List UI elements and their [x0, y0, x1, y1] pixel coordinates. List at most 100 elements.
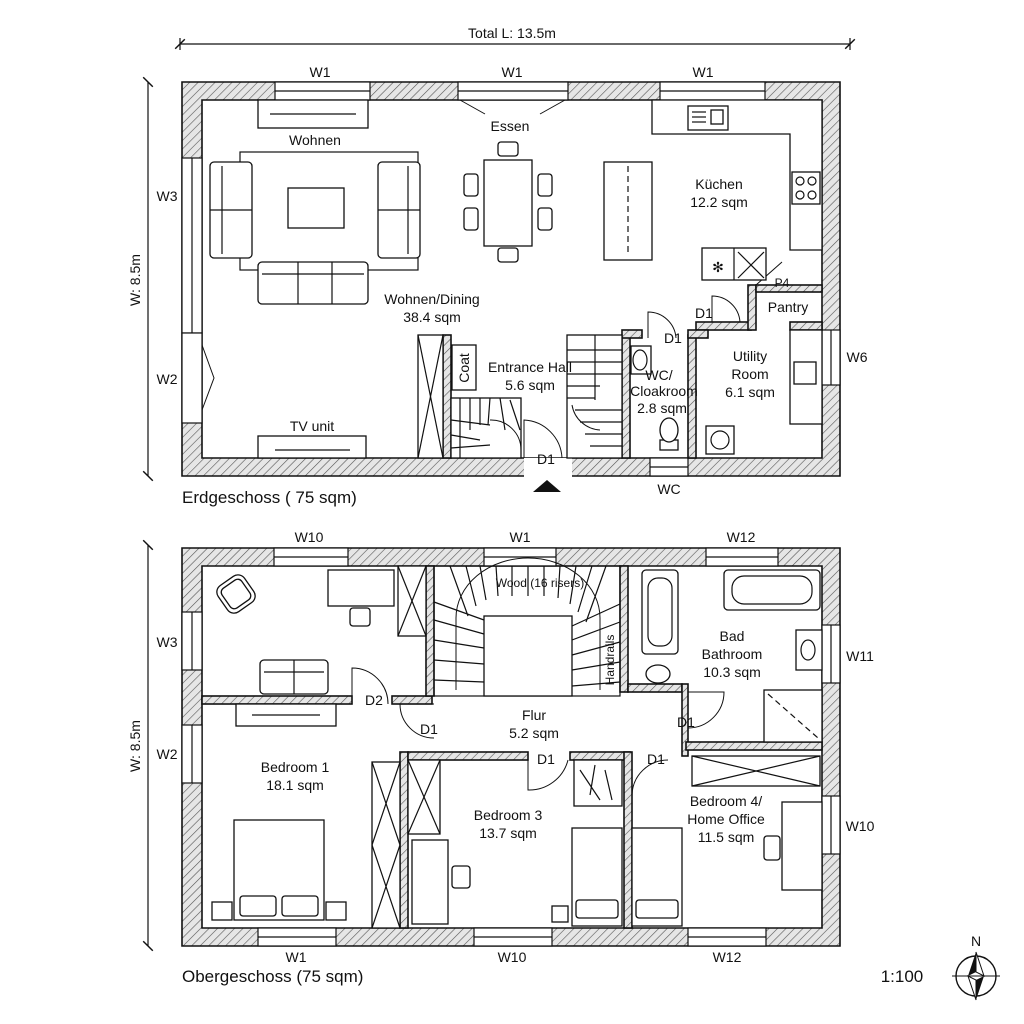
label-d1-wc: D1 — [664, 330, 682, 346]
room-entrance-area: 5.6 sqm — [505, 377, 555, 393]
wall-upper-b — [391, 695, 433, 705]
room-kuechen-name: Küchen — [695, 176, 742, 192]
upper-floor-title: Obergeschoss (75 sqm) — [182, 967, 363, 986]
room-wohnen: Wohnen — [289, 132, 341, 148]
coat-label: Coat — [456, 353, 472, 383]
label-d1-a: D1 — [420, 721, 438, 737]
label-d1-main: D1 — [537, 451, 555, 467]
stair-wall-left — [442, 334, 452, 459]
room-bed1-area: 18.1 sqm — [266, 777, 324, 793]
label-w1-b: W1 — [502, 64, 523, 80]
room-pantry: Pantry — [768, 299, 808, 315]
label-w1-a: W1 — [310, 64, 331, 80]
label-w12-top: W12 — [727, 529, 756, 545]
upper-floor-plan: W10 W1 W12 W3 W2 W11 W10 W1 W10 W12 Wood… — [157, 529, 875, 986]
wall-upper-i — [407, 751, 529, 761]
label-p4: P4 — [775, 276, 790, 290]
asterisk-icon: ✻ — [712, 259, 724, 275]
ground-stairs — [450, 334, 623, 459]
utility-wall-top-l — [687, 329, 709, 339]
room-wc-name-2: Cloakroom — [630, 383, 698, 399]
dining-furniture — [463, 141, 553, 263]
handrails-label: Handrails — [603, 635, 617, 686]
room-flur-name: Flur — [522, 707, 546, 723]
room-bed1-name: Bedroom 1 — [261, 759, 330, 775]
upper-width-label: W: 8.5m — [127, 720, 143, 772]
wall-upper-e — [627, 683, 683, 693]
label-w10-bottom: W10 — [498, 949, 527, 965]
north-arrow-icon — [952, 951, 1000, 1001]
room-flur-area: 5.2 sqm — [509, 725, 559, 741]
ground-floor-title: Erdgeschoss ( 75 sqm) — [182, 488, 357, 507]
tv-unit — [257, 435, 367, 459]
wall-upper-c — [425, 565, 435, 697]
bedroom1-furniture — [211, 703, 401, 929]
wall-upper-h — [399, 751, 409, 929]
entrance-door-swing — [523, 419, 563, 459]
stair-note: Wood (16 risers) — [496, 576, 584, 590]
room-bed3-name: Bedroom 3 — [474, 807, 543, 823]
label-w11: W11 — [846, 648, 874, 664]
kitchen-furniture: ✻ — [603, 99, 823, 281]
label-w2-upper: W2 — [157, 746, 178, 762]
utility-wall-top-r — [789, 321, 823, 331]
wall-upper-j — [569, 751, 631, 761]
wall-upper-a — [201, 695, 353, 705]
wc-wall-top — [621, 329, 643, 339]
room-top-left-furniture — [216, 565, 427, 695]
north-label: N — [971, 933, 981, 949]
label-w1-top: W1 — [510, 529, 531, 545]
room-utility-name-2: Room — [731, 366, 768, 382]
entrance-arrow-icon — [533, 480, 561, 492]
living-furniture — [209, 99, 421, 459]
label-w6: W6 — [847, 349, 868, 365]
label-d2: D2 — [365, 692, 383, 708]
room-essen: Essen — [491, 118, 530, 134]
label-w10-top: W10 — [295, 529, 324, 545]
room-kuechen-area: 12.2 sqm — [690, 194, 748, 210]
room-bed4-name-2: Home Office — [687, 811, 765, 827]
wc-fixtures — [630, 345, 679, 451]
room-bath-name-2: Bathroom — [702, 646, 763, 662]
label-w3-upper: W3 — [157, 634, 178, 650]
wall-upper-k — [623, 751, 633, 929]
label-d1-c: D1 — [647, 751, 665, 767]
dimension-lines: Total L: 13.5m W: 8.5m W: 8.5m — [127, 25, 856, 952]
scale-label: 1:100 — [881, 967, 924, 986]
room-bed3-area: 13.7 sqm — [479, 825, 537, 841]
room-bed4-area: 11.5 sqm — [698, 829, 755, 845]
room-wohnen-dining-name: Wohnen/Dining — [384, 291, 479, 307]
room-wc-name-1: WC/ — [645, 367, 672, 383]
bathroom-fixtures — [641, 569, 823, 743]
room-entrance-name: Entrance Hall — [488, 359, 572, 375]
ground-width-label: W: 8.5m — [127, 254, 143, 306]
utility-fixtures — [705, 329, 823, 455]
utility-wall-top — [695, 321, 752, 331]
room-bath-area: 10.3 sqm — [703, 664, 761, 680]
room-wohnen-dining-area: 38.4 sqm — [403, 309, 461, 325]
label-d1-d: D1 — [677, 714, 695, 730]
label-w3-ground: W3 — [157, 188, 178, 204]
label-w2-ground: W2 — [157, 371, 178, 387]
total-length-label: Total L: 13.5m — [468, 25, 556, 41]
wall-upper-f — [681, 683, 689, 757]
room-utility-area: 6.1 sqm — [725, 384, 775, 400]
pantry-wall-top — [755, 284, 823, 293]
label-w10-right: W10 — [846, 818, 875, 834]
tv-unit-label: TV unit — [290, 418, 334, 434]
room-wc-area: 2.8 sqm — [637, 400, 687, 416]
room-utility-name-1: Utility — [733, 348, 767, 364]
label-w1-c: W1 — [693, 64, 714, 80]
bedroom3-furniture — [407, 759, 623, 927]
window-w2-ground — [181, 332, 203, 424]
label-w12-bottom: W12 — [713, 949, 742, 965]
wc-wall-left — [621, 334, 631, 459]
label-wc-window: WC — [657, 481, 680, 497]
upper-stairs — [433, 557, 621, 697]
ground-floor-plan: Coat — [157, 64, 868, 507]
label-w1-bottom: W1 — [286, 949, 307, 965]
room-bath-name-1: Bad — [720, 628, 745, 644]
wall-upper-g — [685, 741, 823, 751]
label-d1-b: D1 — [537, 751, 555, 767]
